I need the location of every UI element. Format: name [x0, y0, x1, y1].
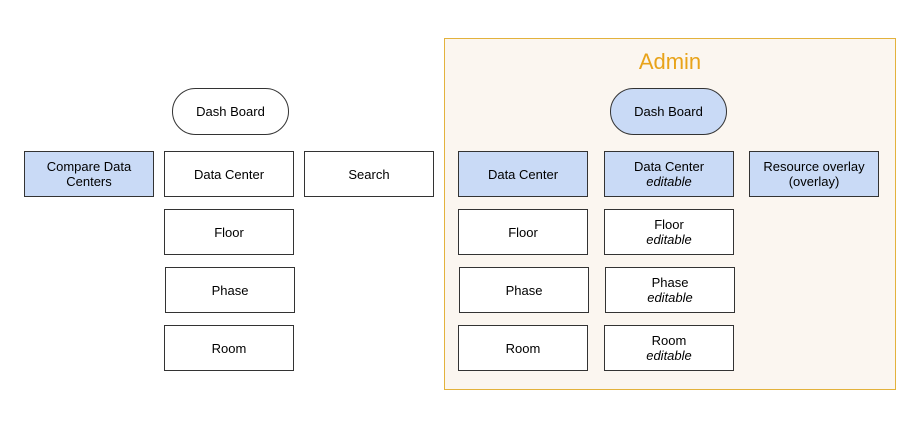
admin-floor-node: Floor: [458, 209, 588, 255]
compare-data-centers-label: Compare Data Centers: [46, 159, 132, 189]
admin-data-center-node: Data Center: [458, 151, 588, 197]
compare-data-centers-node: Compare Data Centers: [24, 151, 154, 197]
admin-dashboard-label: Dash Board: [634, 104, 703, 119]
floor-editable-label: Floor: [654, 217, 684, 232]
phase-editable-node: Phase editable: [605, 267, 735, 313]
phase-editable-label: Phase: [651, 275, 689, 290]
floor-editable-note: editable: [646, 232, 692, 247]
admin-dashboard-node: Dash Board: [610, 88, 727, 135]
phase-node: Phase: [165, 267, 295, 313]
data-center-editable-node: Data Center editable: [604, 151, 734, 197]
search-node: Search: [304, 151, 434, 197]
resource-overlay-label: Resource overlay: [763, 159, 865, 174]
room-label: Room: [211, 340, 247, 356]
floor-label: Floor: [214, 224, 244, 240]
data-center-label: Data Center: [193, 166, 265, 182]
room-editable-node: Room editable: [604, 325, 734, 371]
data-center-node: Data Center: [164, 151, 294, 197]
dashboard-node: Dash Board: [172, 88, 289, 135]
data-center-editable-label: Data Center: [633, 159, 705, 174]
admin-title: Admin: [638, 49, 702, 74]
admin-data-center-label: Data Center: [487, 166, 559, 182]
resource-overlay-note: (overlay): [788, 174, 840, 189]
dashboard-label: Dash Board: [196, 104, 265, 119]
phase-label: Phase: [211, 282, 249, 298]
phase-editable-note: editable: [647, 290, 693, 305]
admin-phase-node: Phase: [459, 267, 589, 313]
admin-phase-label: Phase: [505, 282, 543, 298]
resource-overlay-node: Resource overlay (overlay): [749, 151, 879, 197]
room-editable-note: editable: [646, 348, 692, 363]
floor-node: Floor: [164, 209, 294, 255]
floor-editable-node: Floor editable: [604, 209, 734, 255]
admin-floor-label: Floor: [508, 224, 538, 240]
admin-room-node: Room: [458, 325, 588, 371]
room-editable-label: Room: [651, 333, 687, 348]
data-center-editable-note: editable: [646, 174, 692, 189]
room-node: Room: [164, 325, 294, 371]
search-label: Search: [348, 166, 390, 182]
admin-room-label: Room: [505, 340, 541, 356]
